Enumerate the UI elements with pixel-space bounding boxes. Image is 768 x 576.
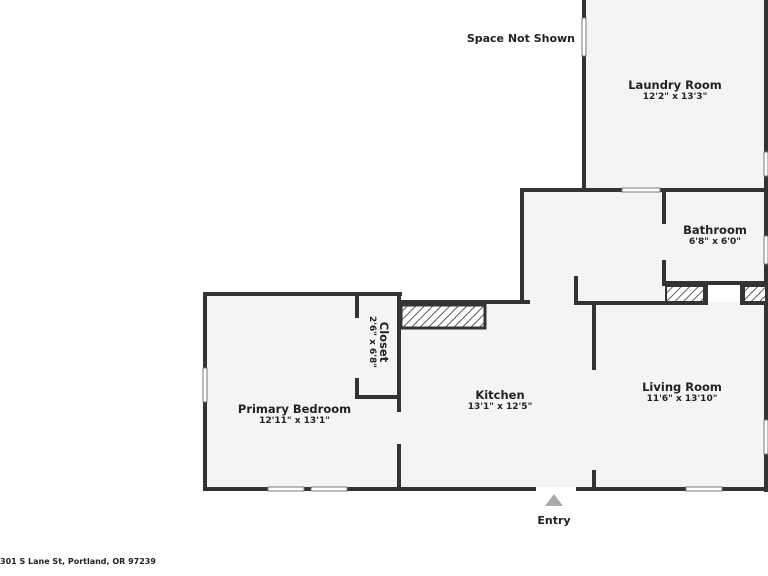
room-name: Bathroom	[683, 223, 747, 237]
kitchen-floor	[400, 302, 595, 489]
room-dimensions: 6'8" x 6'0"	[688, 237, 741, 247]
entry-arrow-icon[interactable]	[545, 494, 563, 506]
room-dimensions: 12'2" x 13'3"	[642, 92, 708, 102]
room-name: Primary Bedroom	[237, 402, 352, 416]
closet-label[interactable]: Closet 2'6" x 6'8"	[367, 302, 391, 382]
window-laundry-west	[581, 17, 587, 57]
window-bath-east	[763, 235, 768, 265]
kitchen-counter	[399, 303, 487, 330]
window-laundry-south	[621, 187, 661, 193]
living-room-floor	[595, 302, 768, 489]
room-name: Closet	[377, 321, 391, 363]
room-dimensions: 11'6" x 13'10"	[646, 394, 718, 404]
bathroom-floor	[664, 192, 768, 282]
windows	[202, 17, 768, 492]
window-laundry-east	[763, 151, 768, 177]
bath-vanity-b	[743, 285, 767, 303]
room-name: Living Room	[642, 380, 722, 394]
bathroom-label[interactable]: Bathroom 6'8" x 6'0"	[666, 223, 764, 247]
entry-door-gap	[536, 487, 576, 491]
room-name: Kitchen	[475, 388, 525, 402]
window-bedroom-west	[202, 367, 208, 403]
primary-bedroom-label[interactable]: Primary Bedroom 12'11" x 13'1"	[207, 402, 382, 426]
window-bedroom-south-2	[310, 486, 348, 492]
laundry-room-floor	[586, 0, 768, 190]
floor-areas	[207, 0, 768, 489]
window-bedroom-south-1	[267, 486, 305, 492]
entry-label: Entry	[537, 514, 571, 527]
room-dimensions: 2'6" x 6'8"	[367, 315, 377, 368]
hallway-floor	[524, 192, 664, 302]
kitchen-label[interactable]: Kitchen 13'1" x 12'5"	[402, 388, 598, 412]
living-room-label[interactable]: Living Room 11'6" x 13'10"	[596, 380, 768, 404]
space-not-shown-label: Space Not Shown	[466, 32, 575, 45]
laundry-room-label[interactable]: Laundry Room 12'2" x 13'3"	[586, 78, 764, 102]
room-name: Laundry Room	[628, 78, 722, 92]
room-dimensions: 12'11" x 13'1"	[259, 416, 330, 426]
bath-vanity-a	[665, 285, 705, 303]
window-living-east	[763, 419, 768, 455]
window-living-south	[685, 486, 723, 492]
built-ins	[399, 285, 767, 330]
address-footer: 301 S Lane St, Portland, OR 97239	[0, 557, 156, 566]
room-dimensions: 13'1" x 12'5"	[467, 402, 533, 412]
closet-floor	[358, 296, 398, 396]
